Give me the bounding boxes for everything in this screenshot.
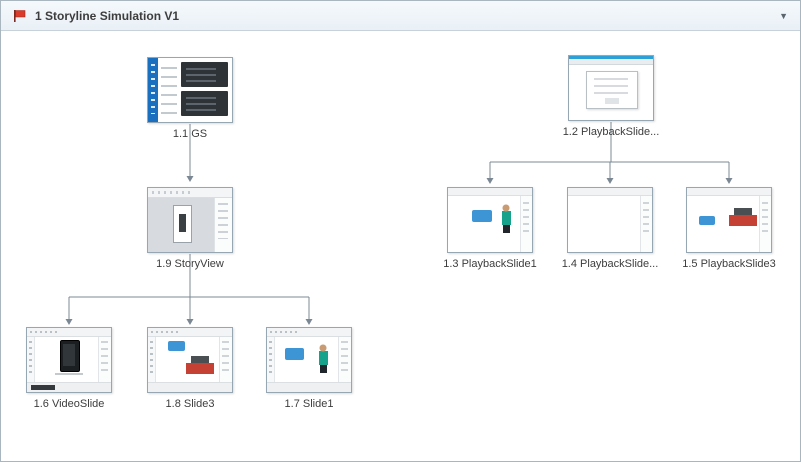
thumb-tool-strip	[27, 337, 35, 382]
thumb-character-figure	[317, 344, 329, 374]
slide-thumbnail-1-9[interactable]	[147, 187, 233, 253]
thumb-side-panel	[219, 337, 232, 382]
thumb-ribbon	[148, 188, 232, 198]
slide-node-1-3: 1.3 PlaybackSlide1	[435, 187, 545, 270]
thumb-side-panel	[520, 196, 532, 252]
thumb-side-panel	[338, 337, 351, 382]
slide-thumbnail-1-7[interactable]	[266, 327, 352, 393]
scene-flag-icon	[14, 9, 26, 22]
thumb-video-controls	[31, 385, 55, 390]
thumb-dark-card	[181, 62, 228, 87]
thumb-tool-strip	[267, 337, 275, 382]
slide-thumbnail-1-8[interactable]	[147, 327, 233, 393]
thumb-character-figure	[500, 204, 512, 234]
thumb-callout-box	[285, 348, 304, 360]
thumb-toolbar	[27, 328, 111, 337]
thumb-portrait-slide	[173, 205, 192, 243]
thumb-progress-bar	[55, 373, 83, 375]
thumb-side-panel	[214, 198, 232, 252]
collapse-chevron-icon[interactable]: ▼	[779, 10, 788, 21]
thumb-titlebar	[569, 59, 653, 65]
thumb-dark-card	[181, 91, 228, 116]
thumb-timeline-strip	[267, 382, 351, 392]
slide-thumbnail-1-6[interactable]	[26, 327, 112, 393]
thumb-printer-image	[186, 356, 214, 376]
thumb-side-panel	[759, 196, 771, 252]
slide-node-1-9: 1.9 StoryView	[135, 187, 245, 270]
slide-label-1-2: 1.2 PlaybackSlide...	[562, 126, 660, 138]
thumb-toolbar	[568, 188, 652, 196]
thumb-video-frame	[60, 340, 80, 372]
scene-title: 1 Storyline Simulation V1	[35, 8, 180, 23]
thumb-callout-box	[472, 210, 492, 222]
thumb-side-panel	[98, 337, 111, 382]
thumb-toolbar	[687, 188, 771, 196]
slide-node-1-4: 1.4 PlaybackSlide...	[555, 187, 665, 270]
slide-label-1-6: 1.6 VideoSlide	[33, 398, 105, 410]
slide-node-1-5: 1.5 PlaybackSlide3	[674, 187, 784, 270]
slide-label-1-8: 1.8 Slide3	[165, 398, 215, 410]
scene-canvas: 1.1 GS 1.9 StoryView 1.6 Vide	[1, 31, 800, 461]
connector-lines	[65, 122, 733, 325]
thumb-timeline-strip	[148, 382, 232, 392]
thumb-timeline-strip	[27, 382, 111, 392]
slide-thumbnail-1-1[interactable]	[147, 57, 233, 123]
thumb-menu-lines	[161, 67, 177, 114]
slide-node-1-2: 1.2 PlaybackSlide...	[556, 55, 666, 138]
thumb-dialog-box	[586, 71, 638, 109]
slide-label-1-4: 1.4 PlaybackSlide...	[561, 258, 659, 270]
slide-label-1-3: 1.3 PlaybackSlide1	[443, 258, 537, 270]
slide-label-1-7: 1.7 Slide1	[284, 398, 334, 410]
slide-thumbnail-1-4[interactable]	[567, 187, 653, 253]
slide-label-1-1: 1.1 GS	[172, 128, 208, 140]
thumb-printer-image	[729, 208, 757, 228]
thumb-button-box	[699, 216, 715, 225]
slide-thumbnail-1-2[interactable]	[568, 55, 654, 121]
scene-header[interactable]: 1 Storyline Simulation V1 ▼	[1, 1, 800, 31]
thumb-toolbar	[448, 188, 532, 196]
thumb-tool-strip	[148, 337, 156, 382]
thumb-accent-bar	[569, 56, 653, 59]
thumb-toolbar	[267, 328, 351, 337]
slide-thumbnail-1-3[interactable]	[447, 187, 533, 253]
slide-thumbnail-1-5[interactable]	[686, 187, 772, 253]
thumb-app-sidebar	[148, 58, 158, 122]
slide-label-1-5: 1.5 PlaybackSlide3	[682, 258, 776, 270]
thumb-side-panel	[640, 196, 652, 252]
slide-node-1-8: 1.8 Slide3	[135, 327, 245, 410]
thumb-toolbar	[148, 328, 232, 337]
slide-node-1-1: 1.1 GS	[135, 57, 245, 140]
slide-label-1-9: 1.9 StoryView	[156, 258, 224, 270]
thumb-callout-box	[168, 341, 185, 351]
slide-node-1-7: 1.7 Slide1	[254, 327, 364, 410]
slide-node-1-6: 1.6 VideoSlide	[14, 327, 124, 410]
